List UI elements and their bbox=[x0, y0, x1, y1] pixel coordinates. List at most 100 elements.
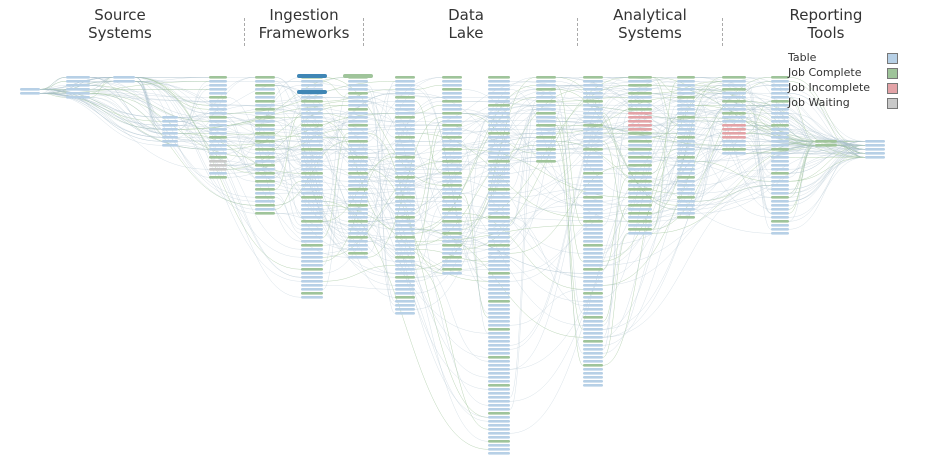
job-complete-node bbox=[442, 184, 462, 187]
job-complete-node bbox=[488, 132, 510, 135]
table-node bbox=[488, 128, 510, 131]
table-node bbox=[395, 288, 415, 291]
lineage-edge bbox=[367, 241, 489, 422]
lineage-edge bbox=[39, 81, 114, 94]
job-complete-node bbox=[488, 356, 510, 359]
job-complete-node bbox=[583, 148, 603, 151]
table-node bbox=[209, 140, 227, 143]
table-node bbox=[348, 100, 368, 103]
table-node bbox=[255, 104, 275, 107]
table-node bbox=[583, 116, 603, 119]
lineage-edge bbox=[788, 145, 866, 154]
job-complete-node bbox=[536, 148, 556, 151]
lineage-edge bbox=[414, 85, 489, 290]
table-node bbox=[583, 96, 603, 99]
table-node bbox=[301, 248, 323, 251]
job-complete-node bbox=[583, 76, 603, 79]
lineage-edge bbox=[177, 81, 302, 118]
job-complete-node bbox=[536, 76, 556, 79]
table-node bbox=[488, 140, 510, 143]
lineage-edge bbox=[555, 85, 723, 98]
job-complete-node bbox=[536, 136, 556, 139]
lineage-edge bbox=[651, 121, 678, 134]
table-node bbox=[442, 180, 462, 183]
job-complete-node bbox=[628, 108, 652, 111]
lineage-edge bbox=[322, 89, 396, 102]
lineage-edge bbox=[39, 89, 67, 94]
job-complete-node bbox=[301, 172, 323, 175]
table-node bbox=[113, 80, 135, 83]
lineage-edge bbox=[788, 145, 816, 154]
table-node bbox=[771, 120, 789, 123]
lineage-edge bbox=[788, 97, 816, 142]
lineage-edge bbox=[602, 197, 772, 266]
table-node bbox=[677, 88, 695, 91]
table-node bbox=[301, 276, 323, 279]
table-node bbox=[395, 200, 415, 203]
table-node bbox=[395, 208, 415, 211]
lineage-edge bbox=[414, 85, 537, 234]
lineage-edge bbox=[555, 117, 584, 162]
highlighted-node bbox=[297, 90, 327, 94]
table-node bbox=[488, 372, 510, 375]
job-complete-node bbox=[442, 136, 462, 139]
table-node bbox=[488, 240, 510, 243]
lineage-edge bbox=[651, 93, 723, 202]
table-node bbox=[488, 452, 510, 455]
table-node bbox=[348, 184, 368, 187]
table-node bbox=[209, 80, 227, 83]
table-node bbox=[162, 124, 178, 127]
lineage-edge bbox=[602, 113, 629, 350]
lineage-edge bbox=[134, 77, 163, 134]
lineage-edge bbox=[651, 85, 723, 186]
table-node bbox=[536, 80, 556, 83]
job-complete-node bbox=[628, 156, 652, 159]
lineage-edge bbox=[274, 189, 396, 286]
table-node bbox=[771, 176, 789, 179]
table-node bbox=[348, 148, 368, 151]
job-complete-node bbox=[255, 132, 275, 135]
lineage-edge bbox=[788, 145, 866, 202]
lineage-edge bbox=[322, 149, 349, 290]
table-node bbox=[255, 192, 275, 195]
table-node bbox=[209, 152, 227, 155]
lineage-edge bbox=[745, 149, 866, 154]
table-node bbox=[255, 160, 275, 163]
legend-label: Job Complete bbox=[788, 66, 862, 79]
lineage-edge bbox=[602, 125, 723, 150]
stage-title-reporting: Reporting Tools bbox=[789, 6, 863, 42]
table-node bbox=[677, 180, 695, 183]
table-node bbox=[442, 264, 462, 267]
table-node bbox=[301, 132, 323, 135]
lineage-edge bbox=[694, 121, 723, 138]
job-complete-node bbox=[209, 76, 227, 79]
lineage-edge bbox=[461, 149, 629, 198]
legend-item-job-waiting: Job Waiting bbox=[788, 96, 898, 111]
lineage-edge bbox=[602, 217, 678, 354]
table-node bbox=[209, 148, 227, 151]
job-complete-node bbox=[442, 256, 462, 259]
lineage-edge bbox=[602, 125, 772, 170]
table-node bbox=[583, 332, 603, 335]
table-node bbox=[301, 108, 323, 111]
lineage-edge bbox=[788, 157, 866, 218]
table-node bbox=[583, 112, 603, 115]
lineage-edge bbox=[602, 173, 772, 234]
table-node bbox=[395, 112, 415, 115]
table-node bbox=[488, 380, 510, 383]
job-complete-node bbox=[583, 364, 603, 367]
lineage-edge bbox=[274, 85, 396, 262]
table-node bbox=[348, 168, 368, 171]
table-node bbox=[583, 128, 603, 131]
lineage-edge bbox=[89, 77, 114, 82]
table-node bbox=[301, 296, 323, 299]
table-node bbox=[583, 104, 603, 107]
table-node bbox=[442, 120, 462, 123]
table-node bbox=[395, 264, 415, 267]
lineage-edge bbox=[555, 141, 678, 194]
job-complete-node bbox=[348, 236, 368, 239]
table-node bbox=[348, 208, 368, 211]
lineage-edge bbox=[322, 161, 443, 258]
table-node bbox=[395, 284, 415, 287]
lineage-edge bbox=[89, 77, 163, 134]
